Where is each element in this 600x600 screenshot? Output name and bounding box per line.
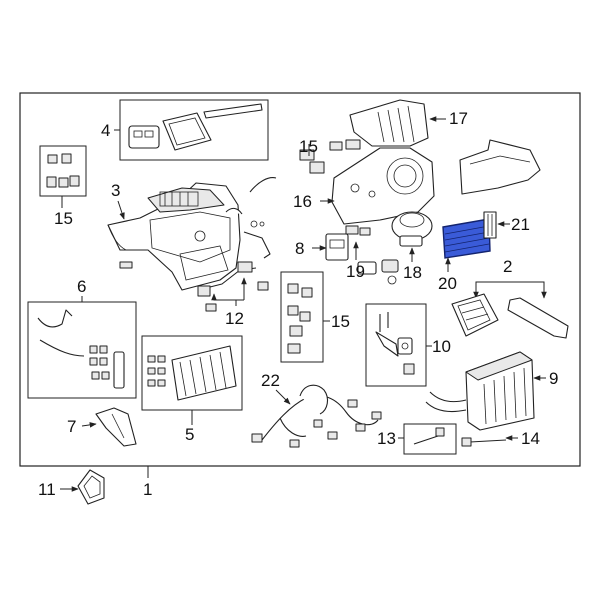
part-18-blower-motor[interactable]: [387, 211, 433, 285]
callout-8: 8: [295, 239, 304, 258]
callout-21: 21: [511, 215, 530, 234]
part-16-blower-housing[interactable]: [331, 147, 435, 225]
callout-3: 3: [111, 181, 120, 200]
callout-17: 17: [449, 109, 468, 128]
part-12-actuator-harness[interactable]: [197, 261, 269, 312]
callout-19: 19: [346, 262, 365, 281]
part-6-pipes-seals[interactable]: [27, 301, 137, 399]
part-10-expansion-valve[interactable]: [365, 303, 427, 387]
part-3-hvac-case[interactable]: [107, 177, 277, 291]
case-small-hardware[interactable]: [119, 220, 271, 269]
part-21-filter-cover[interactable]: [483, 211, 497, 239]
part-8-control-module[interactable]: [325, 225, 371, 261]
part-5-heater-core[interactable]: [141, 335, 243, 411]
callout-6: 6: [77, 277, 86, 296]
callout-14: 14: [521, 429, 540, 448]
part-22-wiring-harness[interactable]: [251, 384, 382, 448]
callout-15-left: 15: [54, 209, 73, 228]
callout-12: 12: [225, 309, 244, 328]
part-9-evaporator[interactable]: [425, 351, 535, 431]
part-19-resistor[interactable]: [357, 259, 399, 275]
part-17-upper-duct[interactable]: [349, 99, 429, 147]
part-15-clips-middle[interactable]: [280, 271, 324, 363]
part-11-clip[interactable]: [77, 469, 105, 505]
callout-1: 1: [143, 480, 152, 499]
callout-11: 11: [38, 480, 56, 499]
callout-18: 18: [403, 263, 422, 282]
part-4-seal-kit[interactable]: [119, 99, 269, 161]
cabin-air-filter-highlight: [442, 218, 491, 259]
callout-2: 2: [503, 257, 512, 276]
callout-10: 10: [432, 337, 451, 356]
part-15-clips-top[interactable]: [299, 139, 361, 174]
part-2-air-ducts[interactable]: [451, 293, 569, 339]
main-frame: [19, 92, 581, 467]
part-15-clips-left[interactable]: [39, 145, 87, 197]
part-14-temperature-sensor[interactable]: [461, 437, 507, 447]
callout-20: 20: [438, 274, 457, 293]
callout-7: 7: [67, 417, 76, 436]
callout-22: 22: [261, 371, 280, 390]
callout-15-middle: 15: [331, 312, 350, 331]
part-13-sensor[interactable]: [403, 423, 457, 455]
callout-15-top: 15: [299, 137, 318, 156]
callout-16: 16: [293, 192, 312, 211]
part-7-bracket[interactable]: [95, 407, 137, 447]
callout-9: 9: [549, 369, 558, 388]
part-20-cabin-air-filter[interactable]: [442, 218, 491, 259]
callout-5: 5: [185, 425, 194, 444]
callout-4: 4: [101, 121, 110, 140]
callout-13: 13: [377, 429, 396, 448]
air-inlet-duct[interactable]: [459, 139, 541, 195]
